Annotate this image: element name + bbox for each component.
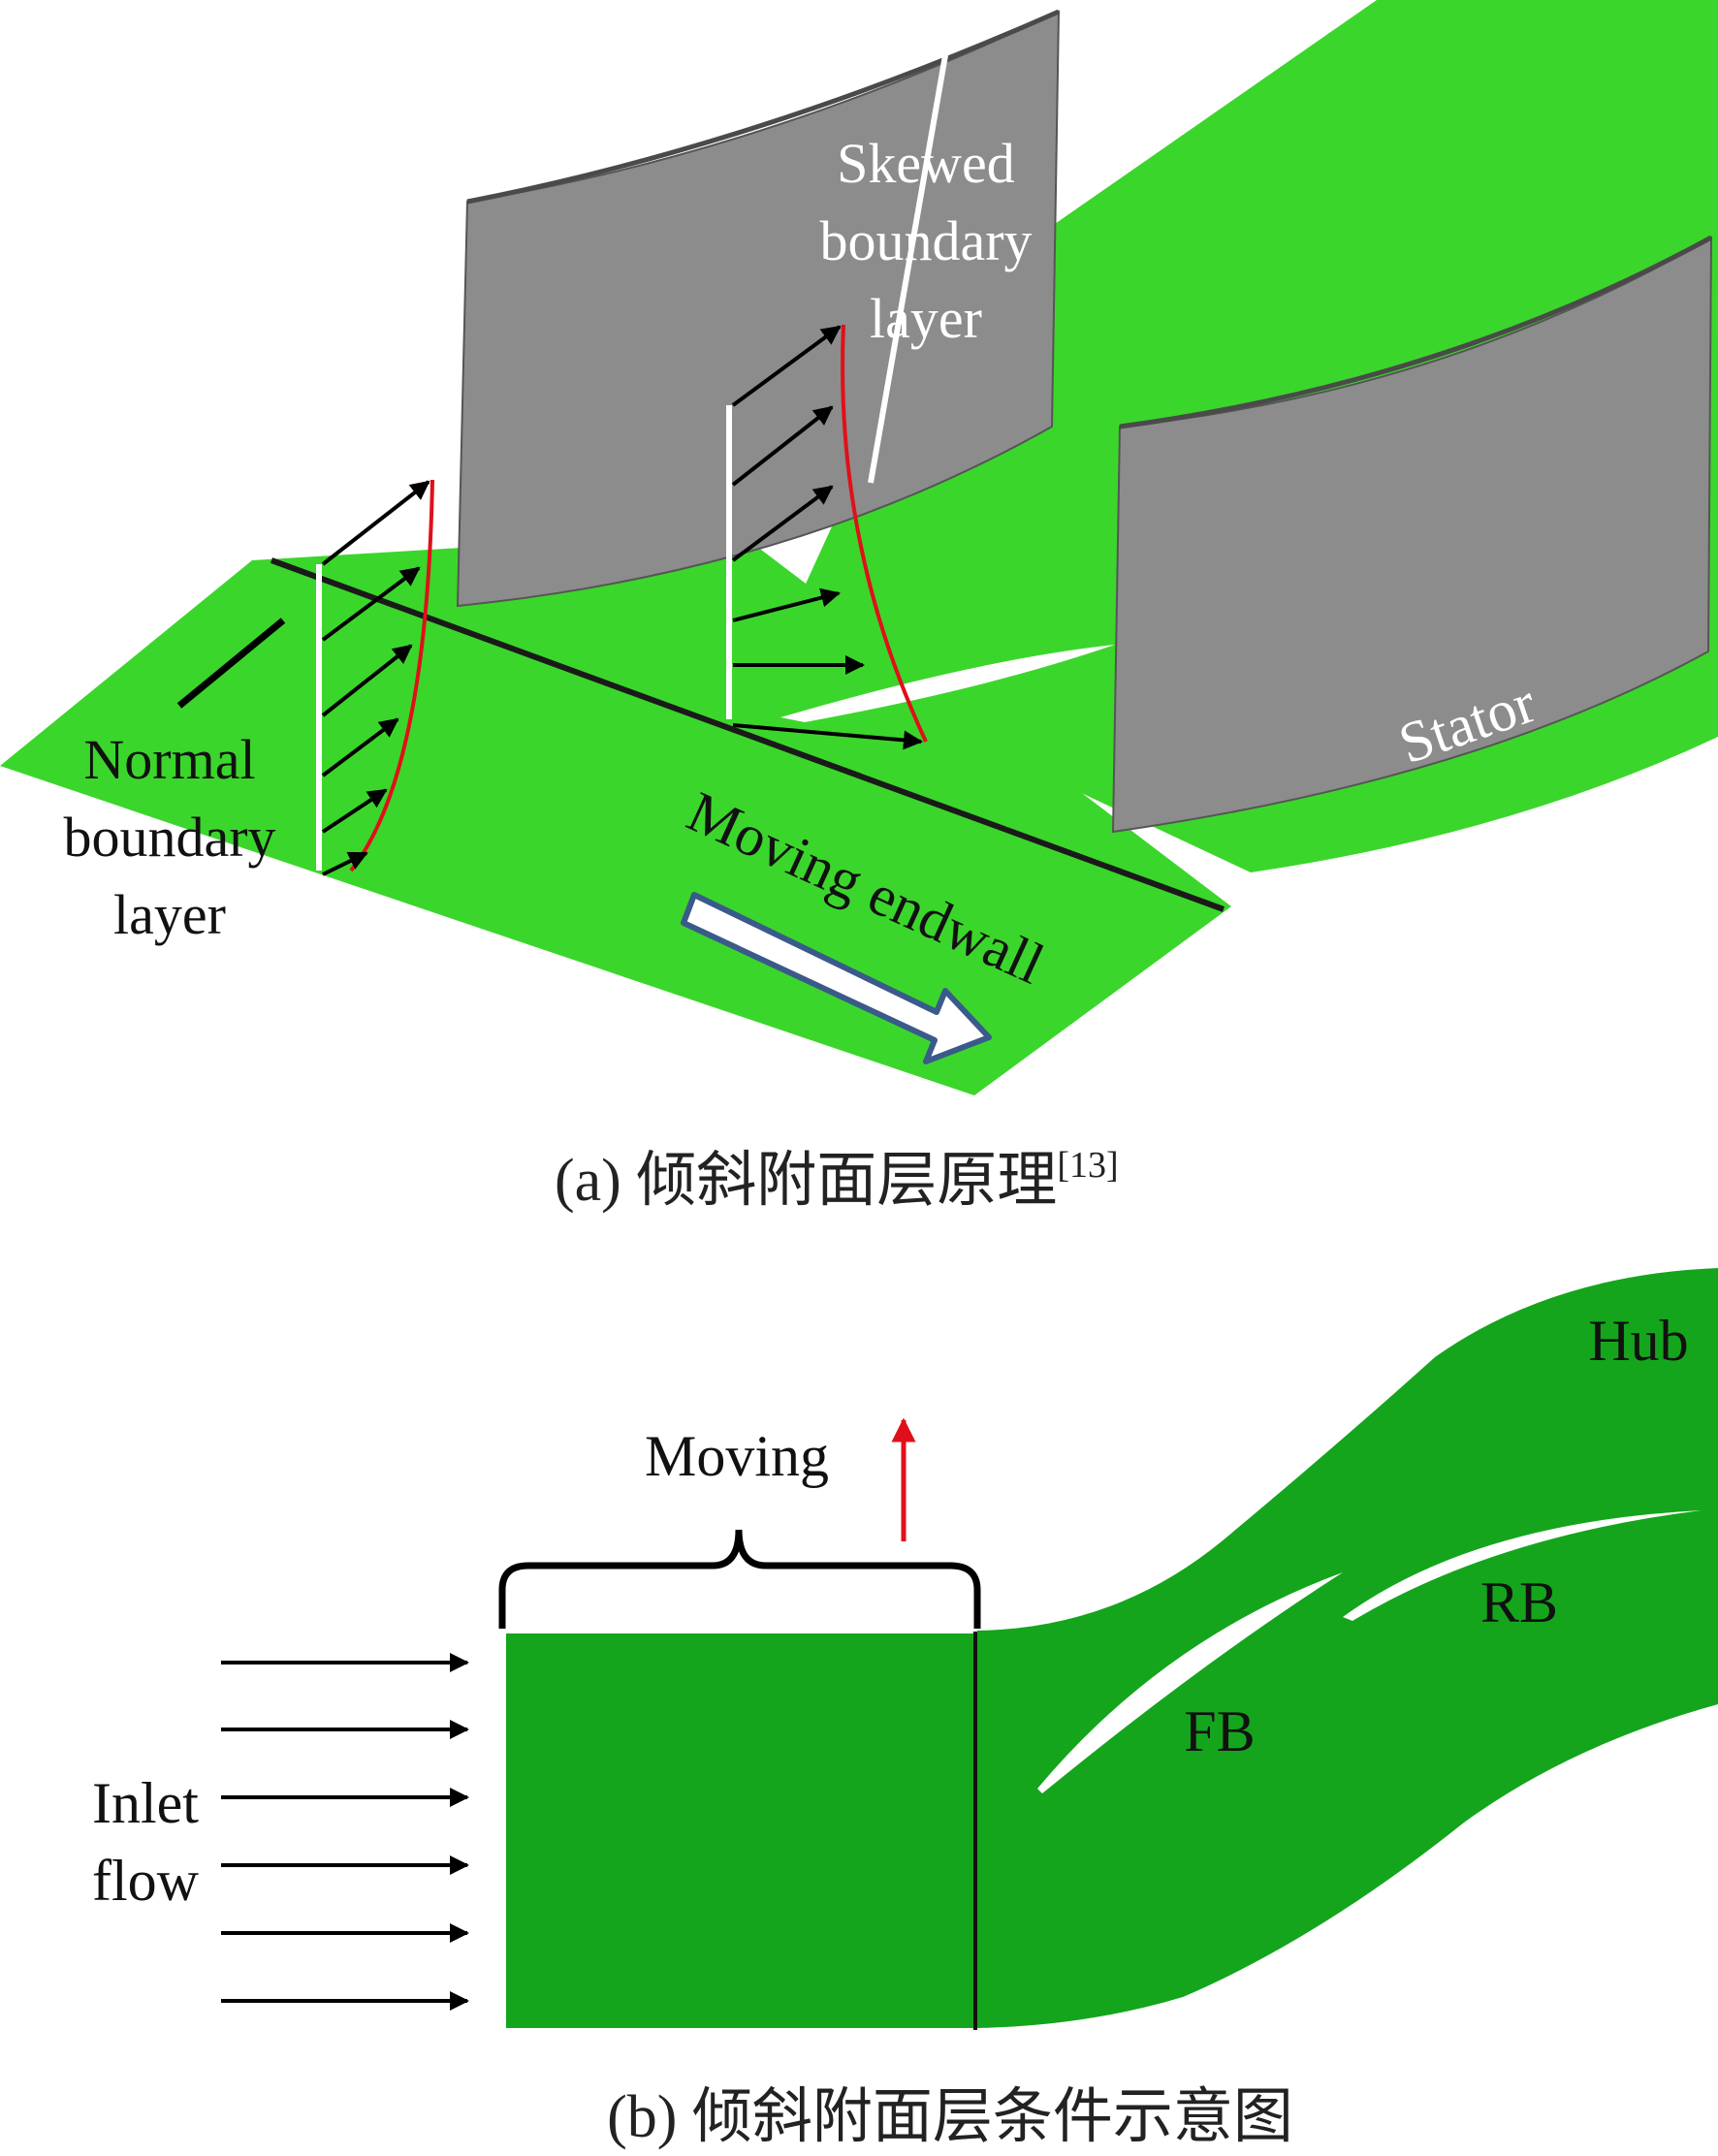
back-blade: [456, 10, 1061, 608]
skewed-label-line1: Skewed: [837, 132, 1015, 195]
normal-arrow: [322, 851, 368, 876]
caption-a-ref: [13]: [1057, 1145, 1118, 1186]
skewed-boundary-layer-profile: [726, 0, 958, 750]
inlet-label-line2: flow: [92, 1849, 200, 1913]
normal-arrow: [321, 717, 399, 777]
rb-label: RB: [1480, 1570, 1558, 1634]
skewed-arrow: [731, 405, 834, 487]
hub-label: Hub: [1588, 1309, 1688, 1373]
moving-region: [506, 1633, 977, 2028]
normal-label-line2: boundary: [63, 806, 275, 869]
skewed-arrow: [732, 587, 841, 622]
skewed-label-pointer: [868, 0, 958, 484]
inlet-label-line1: Inlet: [92, 1771, 199, 1835]
normal-label-line1: Normal: [83, 728, 255, 791]
stator-blade: [1111, 236, 1713, 834]
skewed-arrow: [731, 325, 842, 407]
endwall-division-line: [270, 557, 1225, 912]
front-blade-fb: [1037, 1572, 1343, 1793]
normal-arrow: [321, 566, 421, 642]
gap-streak: [780, 645, 1115, 722]
caption-a-text: (a) 倾斜附面层原理: [555, 1148, 1057, 1214]
caption-b: (b) 倾斜附面层条件示意图: [607, 2084, 1293, 2150]
caption-a: (a) 倾斜附面层原理[13]: [555, 1145, 1119, 1214]
normal-profile-curve: [349, 479, 434, 872]
panel-a: Skewed boundary layer Normal boundary la…: [0, 0, 1718, 1214]
skewed-arrow: [731, 485, 834, 562]
hub-channel: [977, 1268, 1718, 2028]
back-blade-edge: [466, 9, 1061, 205]
moving-endwall-surface: [0, 531, 1231, 1095]
skewed-profile-curve: [841, 324, 928, 743]
normal-label-pointer: [176, 618, 286, 709]
normal-boundary-layer-profile: [176, 479, 434, 876]
panel-b: Moving Inlet flow Hub RB FB (b) 倾斜附面层条件示…: [92, 1268, 1718, 2150]
moving-label: Moving: [645, 1424, 829, 1488]
skewed-label-line3: layer: [870, 287, 982, 350]
fb-label: FB: [1184, 1699, 1255, 1763]
normal-label-line3: layer: [113, 883, 226, 946]
normal-arrow: [321, 644, 413, 717]
skewed-arrow: [732, 723, 923, 750]
moving-endwall-arrow: [681, 892, 992, 1064]
inlet-arrows: [221, 1653, 469, 2011]
stator-blade-edge: [1119, 235, 1713, 429]
normal-arrow: [321, 480, 430, 566]
skewed-label-line2: boundary: [819, 209, 1032, 272]
normal-arrow: [321, 788, 388, 834]
moving-brace: [498, 1529, 981, 1629]
